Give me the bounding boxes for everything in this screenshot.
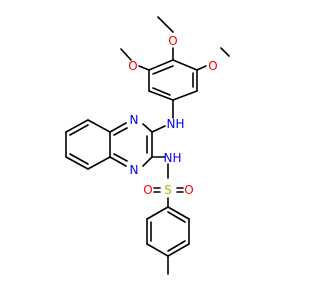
bond [87, 156, 111, 170]
atom-label-nitrogen: N [130, 163, 139, 177]
molecule-drawing: O O O N H N N N H S O O [0, 0, 300, 300]
bond [109, 122, 127, 133]
bond [146, 243, 169, 257]
bond [157, 16, 174, 33]
bond [167, 211, 186, 223]
atom-label-oxygen: O [184, 183, 193, 197]
bond [167, 240, 186, 252]
bond [65, 156, 89, 170]
bond [120, 48, 132, 61]
bond-lines [65, 16, 230, 275]
bond [172, 90, 198, 101]
bond [148, 90, 174, 101]
bond [220, 47, 230, 57]
bond [142, 156, 153, 167]
atom-label-oxygen: O [128, 59, 137, 73]
bond [146, 206, 169, 220]
bond [69, 153, 89, 165]
bond [152, 87, 171, 96]
atom-label-sulfur: S [164, 183, 172, 197]
atom-label-oxygen: O [143, 183, 152, 197]
bond [113, 153, 128, 162]
bond [151, 125, 166, 133]
bond [65, 119, 89, 133]
structure-svg: O O O N H N N N H S O O [0, 0, 300, 300]
bond [113, 127, 128, 136]
atom-label-hydrogen: H [172, 151, 181, 165]
bond [87, 119, 111, 133]
atom-label-nitrogen: N [164, 151, 173, 165]
bond [167, 243, 190, 257]
bond [69, 124, 89, 136]
bond [172, 59, 198, 71]
bond [148, 59, 174, 71]
bond [167, 206, 190, 220]
bond [142, 123, 153, 133]
bond [109, 156, 127, 167]
bond [196, 65, 207, 71]
background [0, 0, 300, 300]
bond [138, 65, 150, 71]
atom-label-oxygen: O [208, 59, 217, 73]
bond [152, 65, 174, 75]
atom-label-nitrogen: N [130, 113, 139, 127]
atom-label-hydrogen: H [175, 117, 184, 131]
atom-label-nitrogen: N [167, 117, 176, 131]
atom-label-oxygen: O [168, 34, 177, 48]
